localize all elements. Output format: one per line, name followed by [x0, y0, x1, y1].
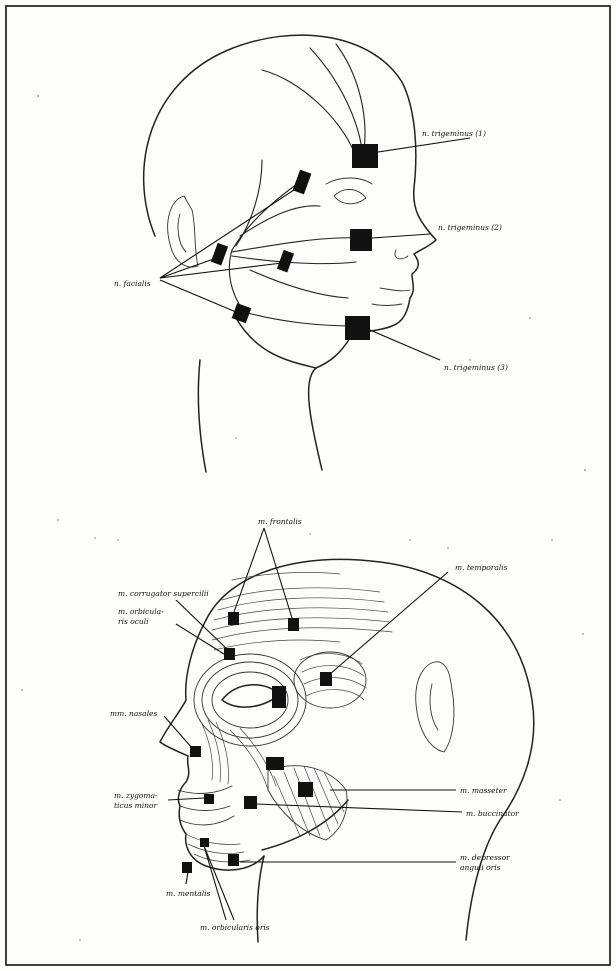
label-facialis: n. facialis — [114, 279, 151, 288]
label-orbicularis-oculi-1: m. orbicula- — [118, 607, 164, 616]
label-corrugator: m. corrugator supercilii — [118, 589, 209, 598]
top-frontal-nerve — [262, 70, 354, 152]
label-trigeminus-1: n. trigeminus (1) — [422, 129, 486, 138]
label-trigeminus-2: n. trigeminus (2) — [438, 223, 502, 232]
bottom-ear — [416, 662, 454, 752]
top-nostril — [395, 250, 408, 259]
pad-frontalis-1 — [228, 612, 239, 625]
bottom-ear-inner — [430, 684, 438, 730]
pad-buccinator — [244, 796, 257, 809]
bottom-mouth — [180, 806, 230, 811]
pad-depressor — [228, 854, 239, 866]
label-nasalis: mm. nasales — [110, 709, 157, 718]
pad-orbicularis-oris — [200, 838, 209, 847]
top-facial-zygomatic — [232, 238, 360, 252]
top-facial-mandibular — [244, 312, 352, 326]
top-facial-extra-2 — [240, 206, 320, 236]
label-temporalis: m. temporalis — [455, 563, 508, 572]
muscle-fibers — [186, 572, 392, 862]
pad-zygomaticus — [266, 757, 284, 770]
label-masseter: m. masseter — [460, 786, 507, 795]
top-neck-back — [198, 360, 206, 472]
label-mentalis: m. mentalis — [166, 889, 211, 898]
page-frame — [6, 6, 610, 965]
top-facial-trunk — [229, 250, 244, 312]
label-zygomaticus-1: m. zygoma- — [114, 791, 158, 800]
label-orbicularis-oculi-2: ris oculi — [118, 617, 149, 626]
pad-frontalis-2 — [288, 618, 299, 631]
bottom-orbit-ring-3 — [194, 654, 306, 746]
pad-corrugator — [224, 648, 235, 660]
top-jaw — [236, 318, 316, 368]
bottom-leader-lines — [164, 528, 462, 920]
bottom-head-drawing — [160, 559, 534, 942]
top-facial-buccal — [232, 256, 356, 264]
pad-facialis-zygomatic — [211, 243, 228, 266]
top-supraorbital-nerve — [310, 48, 362, 150]
label-depressor-1: m. depressor — [460, 853, 510, 862]
pad-trigeminus-1 — [352, 144, 378, 168]
top-supraorbital-nerve-2 — [336, 44, 365, 150]
label-depressor-2: anguli oris — [460, 863, 501, 872]
pad-orbicularis-oculi — [272, 686, 286, 708]
pad-zygomaticus-minor — [204, 794, 214, 804]
label-frontalis: m. frontalis — [258, 517, 302, 526]
label-orbicularis-oris: m. orbicularis oris — [200, 923, 270, 932]
label-zygomaticus-2: ticus minor — [114, 801, 158, 810]
bottom-face-profile — [160, 620, 264, 870]
top-brow — [326, 178, 372, 184]
top-ear-inner — [178, 214, 186, 252]
bottom-lips — [178, 786, 234, 825]
pad-masseter — [298, 782, 313, 797]
pad-facialis-mandibular — [232, 303, 252, 323]
top-facial-extra-1 — [250, 270, 348, 298]
pad-trigeminus-3 — [345, 316, 370, 340]
top-eye — [334, 189, 366, 203]
top-chin-fold — [372, 304, 402, 306]
label-buccinator: m. buccinator — [466, 809, 519, 818]
bottom-eye — [222, 685, 280, 707]
top-facial-extra-3 — [236, 160, 262, 246]
pad-facialis-temporal — [293, 170, 312, 195]
pad-mentalis — [182, 862, 192, 873]
top-mouth — [380, 288, 410, 291]
pad-trigeminus-2 — [350, 229, 372, 251]
bottom-skull-outline — [206, 559, 534, 940]
label-trigeminus-3: n. trigeminus (3) — [444, 363, 508, 372]
